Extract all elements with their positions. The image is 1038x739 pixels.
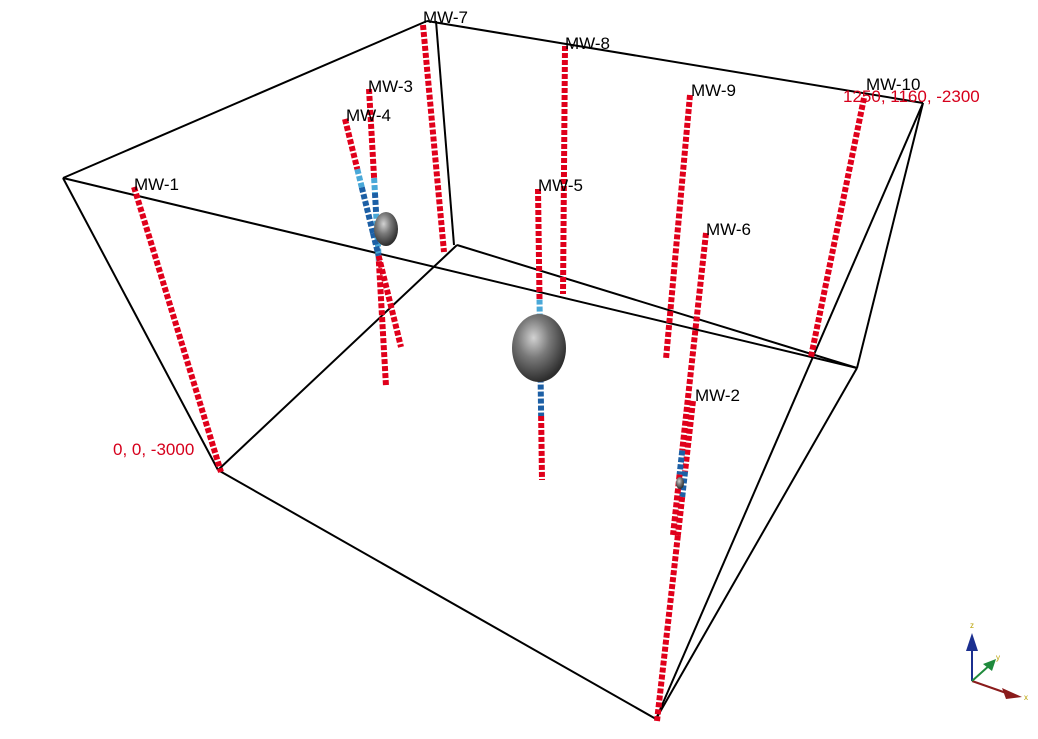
well-trace-mw-10 xyxy=(808,97,867,358)
plume-blob-tiny xyxy=(676,477,684,489)
plume-bodies xyxy=(374,212,684,489)
y-axis-arrow-icon xyxy=(983,659,996,671)
well-segment xyxy=(375,255,404,348)
well-segment xyxy=(371,177,378,194)
well-segment xyxy=(342,118,361,170)
well-segment xyxy=(674,496,686,536)
axis-triad[interactable]: z y x xyxy=(966,621,1028,702)
box-edge xyxy=(435,20,455,246)
well-label-mw4: MW-4 xyxy=(346,106,391,125)
well-trace-mw-4 xyxy=(342,118,404,348)
box-edge xyxy=(62,177,858,369)
well-segment xyxy=(354,168,365,189)
box-edge xyxy=(62,177,219,471)
box-edge xyxy=(217,469,657,720)
box-edge xyxy=(62,20,428,179)
well-trace-mw-7 xyxy=(420,24,447,253)
z-axis-label: z xyxy=(970,621,974,630)
well-segment xyxy=(366,88,378,179)
well-trace-mw-8 xyxy=(560,45,568,295)
x-axis-arrow-icon xyxy=(1002,688,1022,699)
well-segment xyxy=(358,186,376,234)
well-segment xyxy=(808,97,867,358)
well-segment xyxy=(420,24,447,253)
well-segment xyxy=(679,471,689,498)
well-label-mw5: MW-5 xyxy=(538,176,583,195)
well-label-mw6: MW-6 xyxy=(706,220,751,239)
box-edge xyxy=(456,244,858,369)
well-label-mw1: MW-1 xyxy=(134,175,179,194)
box-edge xyxy=(655,102,924,720)
bounding-box xyxy=(62,20,924,720)
well-segment xyxy=(679,232,709,451)
box-edge xyxy=(217,244,458,471)
well-segment xyxy=(663,94,693,360)
well-segment xyxy=(371,192,380,214)
well-trace-mw-6 xyxy=(670,232,709,536)
y-axis-label: y xyxy=(996,653,1000,662)
well-label-mw9: MW-9 xyxy=(691,81,736,100)
well-segment xyxy=(538,415,545,481)
box-edge xyxy=(426,20,924,104)
well-segment xyxy=(370,232,382,257)
well-segment xyxy=(535,188,543,300)
z-axis-arrow-icon xyxy=(966,633,978,651)
well-segment xyxy=(560,45,568,295)
plume-blob-small xyxy=(374,212,398,246)
well-segment xyxy=(682,400,696,472)
plume-blob-large xyxy=(512,314,566,382)
box-edge xyxy=(856,102,924,369)
well-labels: MW-1 MW-2 MW-3 MW-4 MW-5 MW-6 MW-7 MW-8 … xyxy=(134,8,920,405)
well-label-mw2: MW-2 xyxy=(695,386,740,405)
x-axis-label: x xyxy=(1024,693,1028,702)
well-label-mw10: MW-10 xyxy=(866,75,920,94)
well-trace-mw-2 xyxy=(654,400,696,722)
well-label-mw8: MW-8 xyxy=(565,34,610,53)
well-label-mw3: MW-3 xyxy=(368,77,413,96)
well-segment xyxy=(654,535,681,722)
well-label-mw7: MW-7 xyxy=(423,8,468,27)
well-segment xyxy=(676,450,686,475)
wells xyxy=(131,24,867,722)
corner-label-max: 1250, 1160, -2300 xyxy=(843,87,980,106)
corner-label-min: 0, 0, -3000 xyxy=(113,440,194,459)
well-trace-mw-1 xyxy=(131,186,224,473)
well-trace-mw-9 xyxy=(663,94,693,360)
box-edge xyxy=(655,367,858,720)
well-segment xyxy=(131,186,224,473)
